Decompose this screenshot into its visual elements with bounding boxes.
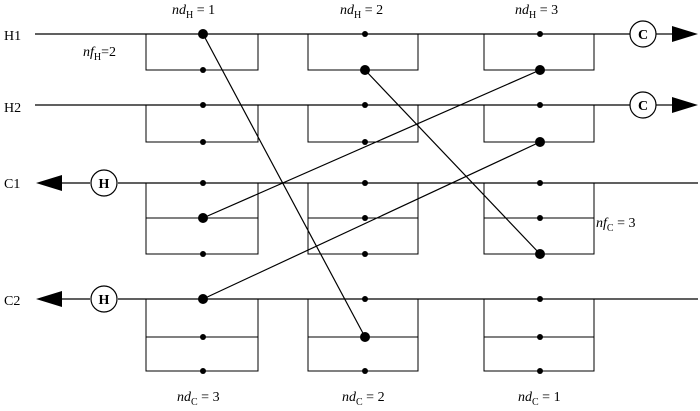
arrowhead-right-icon [672,26,698,42]
stream-h1 [35,26,698,42]
stream-h2 [35,97,698,113]
split-box-h1-stage1 [145,34,259,71]
top-label-nd-h-2: ndH = 2 [340,3,383,21]
bottom-label-nd-c-1: ndC = 1 [518,390,561,408]
stream-label-c1: C1 [4,177,20,192]
stream-label-c2: C2 [4,294,20,309]
match-line-h2-c2 [202,141,541,300]
svg-text:H: H [99,293,110,308]
heater-c1: H [90,169,118,197]
top-label-nd-h-3: ndH = 3 [515,3,558,21]
split-box-h1-stage2 [307,34,419,71]
match-line-h1-c2 [202,33,366,338]
svg-text:C: C [638,99,648,114]
split-box-h2-stage2 [307,105,419,143]
stream-label-h1: H1 [4,29,21,44]
heater-c2: H [90,285,118,313]
stream-c2 [36,291,698,307]
svg-text:C: C [638,28,648,43]
bottom-label-nd-c-2: ndC = 2 [342,390,385,408]
arrowhead-left-icon [36,291,62,307]
arrowhead-right-icon [672,97,698,113]
match-line-h1-c1 [364,69,541,255]
svg-text:H: H [99,177,110,192]
split-box-h2-stage1 [145,105,259,143]
split-box-h1-stage3 [483,34,595,71]
cooler-h1: C [629,20,657,48]
top-label-nd-h-1: ndH = 1 [172,3,215,21]
bottom-label-nd-c-3: ndC = 3 [177,390,220,408]
branch-dots [200,31,543,374]
arrowhead-left-icon [36,175,62,191]
cooler-h2: C [629,91,657,119]
match-line-h1-c1-b [202,69,541,219]
split-box-h2-stage3 [483,105,595,143]
stream-label-h2: H2 [4,101,21,116]
stream-c1 [36,175,698,191]
exchanger-dots [198,29,545,342]
nf-c-label: nfC = 3 [596,216,635,234]
nf-h-label: nfH=2 [83,45,116,63]
